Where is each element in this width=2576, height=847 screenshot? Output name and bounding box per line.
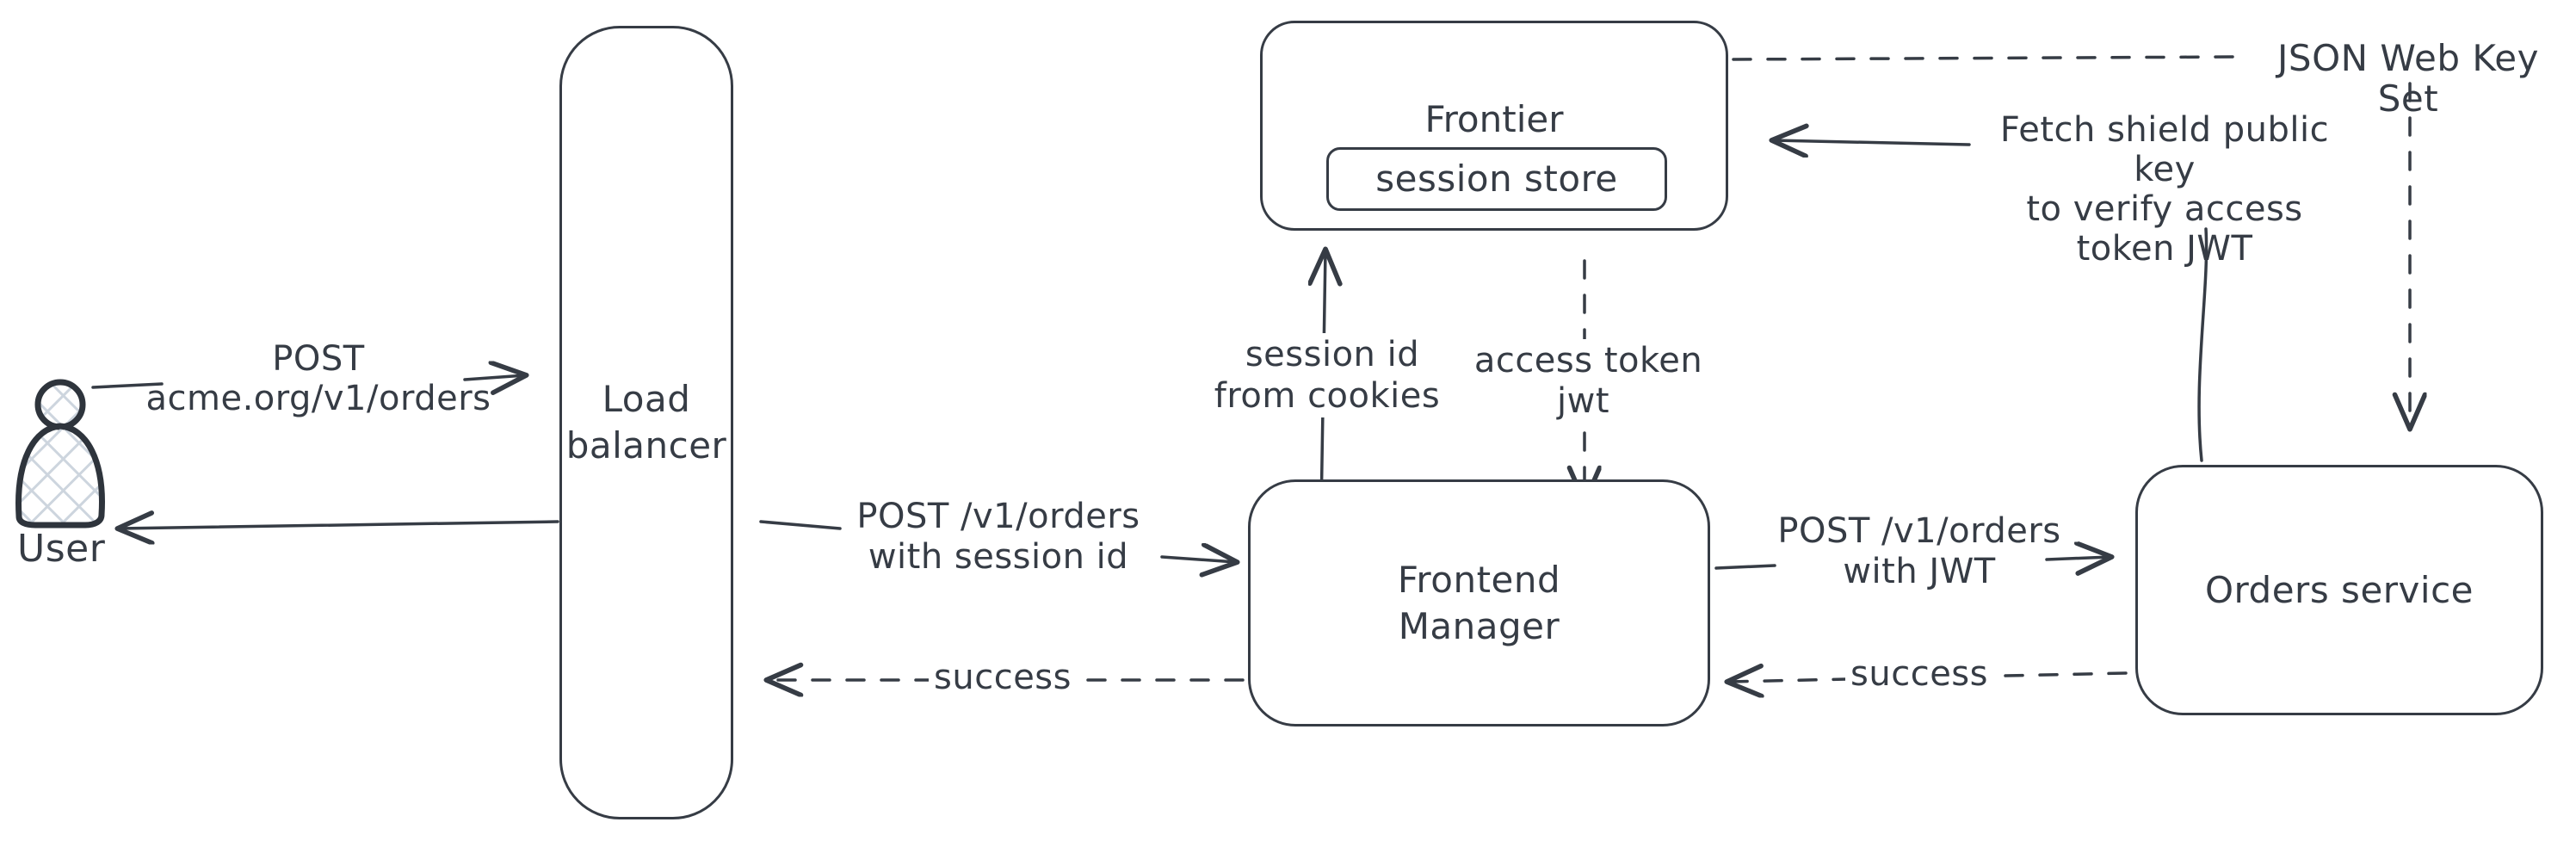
edge-label-post-orders: POST acme.org/v1/orders [145, 339, 491, 418]
user-head [34, 379, 86, 430]
edge-label-fetch-shield-public-key: Fetch shield public key to verify access… [1999, 110, 2330, 269]
arrow-frontend-manager-to-orders-service [1714, 557, 2110, 568]
arrow-load-balancer-to-frontend-manager [759, 520, 1236, 562]
edge-label-json-web-key-set: JSON Web Key Set [2277, 37, 2539, 120]
edge-label-session-id-from-cookies: session id from cookies [1203, 333, 1456, 417]
arrow-jwks-horizontal [1732, 55, 2241, 61]
frontend-manager-label: Frontend Manager [1397, 558, 1561, 647]
load-balancer-label: Load balancer [565, 378, 727, 467]
frontier-label: Frontier [1424, 98, 1564, 140]
user-label: User [17, 527, 106, 571]
arrow-load-balancer-to-user [119, 522, 559, 529]
frontend-manager-node: Frontend Manager [1248, 479, 1710, 726]
arrow-user-to-load-balancer [91, 375, 525, 387]
orders-service-label: Orders service [2204, 568, 2474, 611]
edge-label-success-right: success [1833, 652, 2005, 696]
session-store-node: session store [1326, 147, 1667, 211]
load-balancer-node: Load balancer [559, 26, 733, 819]
arrow-fetch-key-to-frontier [1773, 140, 2208, 462]
edge-label-post-with-session-id: POST /v1/orders with session id [856, 497, 1140, 577]
session-store-label: session store [1375, 158, 1618, 200]
edge-label-success-left: success [917, 656, 1089, 699]
edge-label-post-with-jwt: POST /v1/orders with JWT [1777, 511, 2061, 591]
user-body [15, 423, 105, 529]
orders-service-node: Orders service [2135, 465, 2543, 715]
user-icon [15, 379, 105, 529]
edge-label-access-token-jwt: access token jwt [1467, 339, 1704, 423]
frontier-node: Frontier session store [1260, 21, 1728, 231]
